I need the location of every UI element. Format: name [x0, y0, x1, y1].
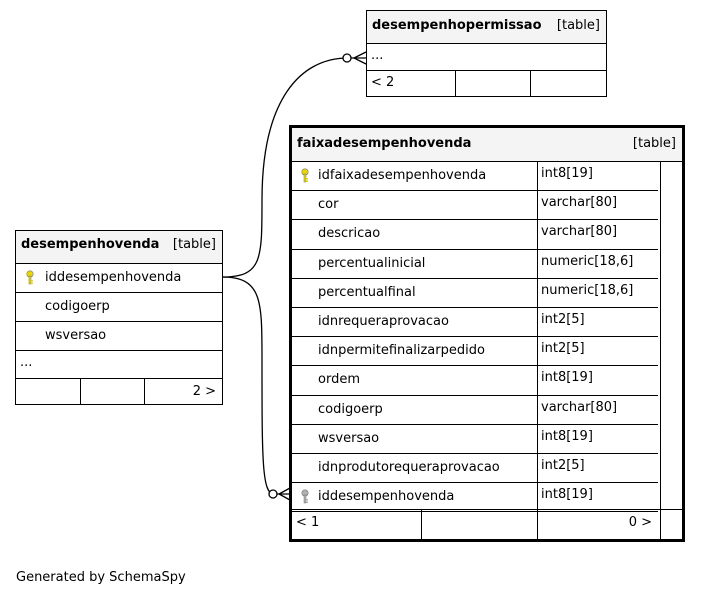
- table-header: desempenhopermissao [table]: [367, 11, 606, 44]
- table-footer: < 1 0 >: [292, 509, 682, 539]
- primary-key-icon: [25, 270, 35, 286]
- more-columns-row: ...: [16, 351, 222, 379]
- column-type: int8[19]: [541, 428, 593, 444]
- column-row[interactable]: idfaixadesempenhovenda int8[19]: [292, 162, 658, 192]
- column-type: int2[5]: [541, 458, 585, 473]
- link-desempenhopermissao-crowfoot: [352, 51, 367, 65]
- parents-count[interactable]: < 2: [371, 75, 395, 90]
- column-type: varchar[80]: [541, 224, 618, 240]
- column-name: idfaixadesempenhovenda: [318, 168, 487, 183]
- column-type: varchar[80]: [541, 399, 618, 415]
- table-header: faixadesempenhovenda [table]: [292, 128, 682, 162]
- table-type-tag: [table]: [632, 136, 676, 151]
- table-desempenhovenda[interactable]: desempenhovenda [table] iddesempenhovend…: [15, 230, 223, 405]
- column-name: descricao: [318, 226, 381, 242]
- table-footer: 2 >: [16, 379, 222, 405]
- column-type: int2[5]: [541, 341, 585, 357]
- column-name: percentualfinal: [318, 284, 416, 300]
- column-name: iddesempenhovenda: [318, 489, 455, 505]
- column-row[interactable]: wsversao: [16, 322, 222, 351]
- foreign-key-icon: [300, 489, 310, 505]
- column-row[interactable]: iddesempenhovenda: [16, 264, 222, 293]
- link-desempenhopermissao-optional-end: [342, 53, 352, 63]
- column-row[interactable]: ordem int8[19]: [292, 366, 658, 396]
- column-name: wsversao: [45, 328, 107, 343]
- column-name: idnrequeraprovacao: [318, 314, 449, 329]
- column-name: ordem: [318, 372, 360, 388]
- column-row[interactable]: idnpermitefinalizarpedido int2[5]: [292, 337, 658, 367]
- generated-by-footer: Generated by SchemaSpy: [16, 570, 186, 585]
- column-type: numeric[18,6]: [541, 282, 634, 298]
- column-row[interactable]: cor varchar[80]: [292, 191, 658, 221]
- column-row[interactable]: wsversao int8[19]: [292, 424, 658, 454]
- column-name: codigoerp: [318, 401, 383, 417]
- children-count[interactable]: 0 >: [628, 515, 652, 530]
- column-name: codigoerp: [45, 299, 110, 314]
- column-row[interactable]: percentualfinal numeric[18,6]: [292, 278, 658, 308]
- column-row[interactable]: codigoerp: [16, 293, 222, 322]
- parents-count[interactable]: < 1: [296, 515, 320, 530]
- link-faixadesempenhovenda-crowfoot: [277, 487, 291, 501]
- column-row[interactable]: descricao varchar[80]: [292, 220, 658, 250]
- column-name: percentualinicial: [318, 255, 426, 271]
- more-columns-indicator: ...: [20, 355, 33, 370]
- column-name: idnpermitefinalizarpedido: [318, 343, 485, 359]
- table-type-tag: [table]: [556, 18, 600, 33]
- column-row[interactable]: codigoerp varchar[80]: [292, 395, 658, 425]
- table-header: desempenhovenda [table]: [16, 231, 222, 264]
- column-type: varchar[80]: [541, 195, 618, 211]
- link-faixadesempenhovenda-optional-end: [268, 489, 278, 499]
- table-name: desempenhovenda: [21, 237, 160, 252]
- column-row[interactable]: idnprodutorequeraprovacao int2[5]: [292, 454, 658, 484]
- column-row[interactable]: idnrequeraprovacao int2[5]: [292, 308, 658, 338]
- column-type: int8[19]: [541, 166, 593, 181]
- table-faixadesempenhovenda[interactable]: faixadesempenhovenda [table] idfaixadese…: [289, 125, 685, 542]
- link-desempenhopermissao: [221, 57, 366, 278]
- table-type-tag: [table]: [172, 237, 216, 252]
- column-name: wsversao: [318, 430, 380, 446]
- table-name: faixadesempenhovenda: [297, 136, 472, 151]
- column-row[interactable]: percentualinicial numeric[18,6]: [292, 249, 658, 279]
- column-type: int8[19]: [541, 370, 593, 386]
- more-columns-indicator: ...: [371, 48, 384, 63]
- column-type: numeric[18,6]: [541, 253, 634, 269]
- table-footer: < 2: [367, 71, 606, 97]
- children-count[interactable]: 2 >: [192, 384, 216, 399]
- column-type: int2[5]: [541, 312, 585, 327]
- link-faixadesempenhovenda: [221, 276, 290, 495]
- more-columns-row: ...: [367, 44, 606, 71]
- primary-key-icon: [300, 168, 310, 184]
- column-name: cor: [318, 197, 339, 213]
- column-row[interactable]: iddesempenhovenda int8[19]: [292, 483, 658, 513]
- table-desempenhopermissao[interactable]: desempenhopermissao [table] ... < 2: [366, 10, 607, 97]
- column-type: int8[19]: [541, 487, 593, 503]
- table-name: desempenhopermissao: [372, 18, 542, 33]
- column-name: iddesempenhovenda: [45, 270, 182, 285]
- column-name: idnprodutorequeraprovacao: [318, 460, 500, 475]
